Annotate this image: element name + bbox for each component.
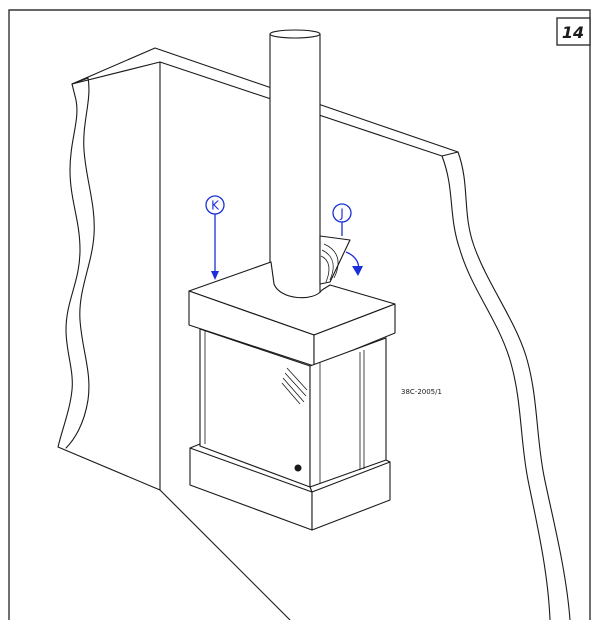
deflector-plate [319, 235, 351, 285]
flue-pipe-rim [269, 29, 321, 39]
left-wall-edge [65, 77, 95, 449]
rotation-arrowhead [352, 266, 363, 276]
wall [57, 47, 571, 620]
right-wall-break-outer [457, 151, 571, 620]
floor-line [159, 489, 291, 620]
page-frame [8, 9, 591, 620]
side-vent-lines [359, 350, 365, 470]
stove-top-plate [188, 261, 396, 336]
callout-k: K [205, 195, 225, 280]
callout-j: J [332, 203, 363, 276]
callout-k-arrowhead [211, 271, 219, 280]
callout-k-label: K [211, 199, 220, 213]
stove-top-band-side [313, 303, 396, 367]
base-join [189, 443, 391, 493]
wall-top-edge [71, 47, 459, 157]
right-wall-break-inner [441, 155, 551, 620]
glass-reflection [281, 367, 308, 405]
flue-pipe [269, 29, 321, 300]
flue-deflector [319, 235, 351, 285]
flue-pipe-body [269, 33, 321, 300]
callout-j-label: J [339, 207, 344, 221]
deflector-arc-1 [323, 243, 339, 279]
left-wall-face [57, 61, 161, 491]
figure-number-box: 14 [556, 17, 591, 46]
stove [188, 261, 396, 531]
stove-base-side [311, 461, 391, 531]
deflector-arc-2 [321, 249, 334, 281]
figure-number: 14 [562, 23, 584, 42]
reference-code: 38C-2005/1 [401, 388, 442, 396]
deflector-arc-3 [320, 255, 330, 283]
stove-knob [294, 464, 302, 472]
